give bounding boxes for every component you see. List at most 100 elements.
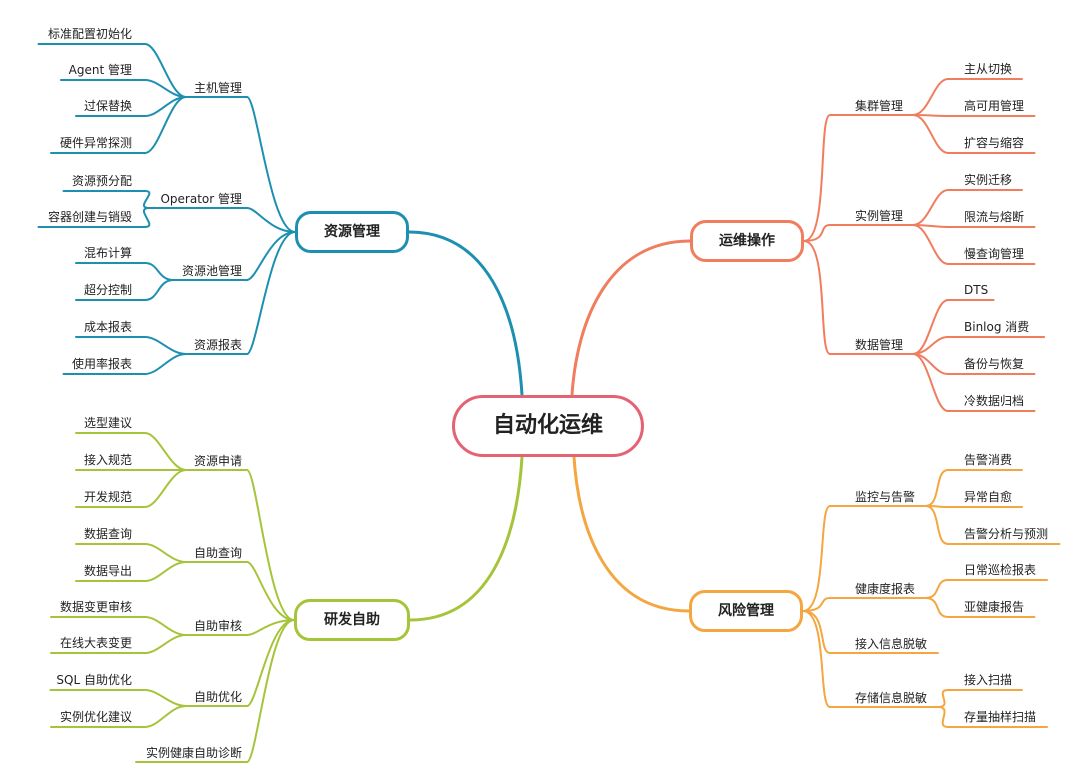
root-connector-risk	[572, 455, 691, 613]
item-connector	[912, 299, 949, 355]
group-connector	[802, 610, 831, 654]
item-label[interactable]: 数据导出	[83, 564, 132, 578]
item-label[interactable]: 使用率报表	[71, 357, 132, 371]
item-connector	[937, 689, 949, 708]
group-label[interactable]: 主机管理	[193, 81, 242, 95]
group-label[interactable]: 健康度报表	[855, 582, 916, 596]
item-connector	[937, 706, 949, 728]
item-connector	[144, 96, 187, 154]
item-connector	[924, 505, 949, 545]
item-label[interactable]: 存量抽样扫描	[964, 710, 1037, 724]
item-connector	[144, 705, 187, 728]
item-label[interactable]: 告警分析与预测	[964, 527, 1049, 541]
item-label[interactable]: 混布计算	[83, 246, 132, 260]
group-connector	[802, 597, 831, 612]
item-connector	[142, 207, 151, 228]
group-connector	[246, 619, 295, 707]
item-label[interactable]: 开发规范	[83, 490, 132, 504]
item-label[interactable]: 标准配置初始化	[47, 27, 132, 41]
item-label[interactable]: 限流与熔断	[964, 210, 1025, 224]
group-connector	[802, 610, 831, 708]
item-label[interactable]: Agent 管理	[68, 63, 132, 77]
item-label[interactable]: 数据查询	[83, 527, 132, 541]
item-label[interactable]: 扩容与缩容	[964, 136, 1025, 150]
item-label[interactable]: 过保替换	[83, 99, 132, 113]
item-connector	[144, 543, 187, 563]
group-connector	[803, 240, 831, 355]
item-connector	[144, 561, 187, 582]
item-connector	[144, 469, 187, 508]
group-connector	[246, 231, 296, 355]
item-label[interactable]: 硬件异常探测	[59, 136, 132, 150]
branch-node-dev[interactable]: 研发自助	[294, 599, 410, 641]
group-connector	[246, 619, 295, 763]
group-label[interactable]: 资源申请	[193, 454, 242, 468]
item-label[interactable]: 资源预分配	[71, 174, 132, 188]
group-label[interactable]: 监控与告警	[855, 490, 916, 504]
root-connector-ops	[570, 239, 692, 397]
group-connector	[803, 114, 831, 242]
group-label[interactable]: 资源报表	[193, 338, 242, 352]
item-label[interactable]: 实例优化建议	[59, 710, 132, 724]
group-label[interactable]: 自助审核	[193, 619, 242, 633]
group-connector	[246, 561, 295, 621]
item-label[interactable]: 慢查询管理	[964, 247, 1025, 261]
item-label[interactable]: 选型建议	[83, 416, 132, 430]
item-label[interactable]: DTS	[964, 283, 989, 297]
group-connector	[246, 96, 296, 233]
item-connector	[144, 336, 187, 355]
item-label[interactable]: 亚健康报告	[964, 600, 1025, 614]
group-connector	[246, 207, 296, 233]
group-label[interactable]: 存储信息脱敏	[855, 691, 928, 705]
group-label[interactable]: 实例健康自助诊断	[145, 746, 242, 760]
group-connector	[246, 469, 295, 621]
item-label[interactable]: 实例迁移	[964, 173, 1013, 187]
item-label[interactable]: 备份与恢复	[964, 357, 1025, 371]
item-connector	[924, 469, 949, 507]
group-label[interactable]: 数据管理	[855, 338, 904, 352]
root-connector-res	[407, 230, 524, 397]
item-label[interactable]: 异常自愈	[964, 490, 1013, 504]
item-label[interactable]: 接入扫描	[964, 673, 1013, 687]
item-connector	[144, 432, 187, 471]
root-connector-dev	[408, 455, 524, 622]
group-label[interactable]: Operator 管理	[160, 192, 242, 206]
root-node[interactable]: 自动化运维	[452, 395, 644, 457]
group-connector	[803, 224, 831, 242]
group-label[interactable]: 资源池管理	[181, 264, 242, 278]
item-label[interactable]: SQL 自助优化	[56, 673, 132, 687]
item-label[interactable]: 主从切换	[964, 62, 1013, 76]
item-label[interactable]: Binlog 消费	[964, 320, 1030, 334]
item-label[interactable]: 告警消费	[964, 453, 1013, 467]
item-label[interactable]: 冷数据归档	[964, 394, 1025, 408]
item-label[interactable]: 成本报表	[83, 320, 132, 334]
group-label[interactable]: 接入信息脱敏	[855, 637, 928, 651]
item-connector	[912, 78, 949, 116]
item-connector	[144, 616, 187, 636]
group-connector	[246, 619, 295, 636]
group-label[interactable]: 集群管理	[855, 99, 904, 113]
item-label[interactable]: 高可用管理	[964, 99, 1025, 113]
item-connector	[144, 279, 175, 301]
item-label[interactable]: 数据变更审核	[59, 600, 132, 614]
item-label[interactable]: 在线大表变更	[59, 636, 132, 650]
item-connector	[912, 224, 949, 265]
item-label[interactable]: 超分控制	[83, 283, 132, 297]
group-connector	[802, 505, 831, 612]
branch-node-risk[interactable]: 风险管理	[689, 590, 803, 632]
item-label[interactable]: 容器创建与销毁	[47, 210, 132, 224]
item-connector	[144, 689, 187, 707]
item-connector	[912, 353, 949, 412]
item-label[interactable]: 接入规范	[83, 453, 132, 467]
item-connector	[142, 190, 151, 209]
item-label[interactable]: 日常巡检报表	[964, 563, 1037, 577]
group-label[interactable]: 自助查询	[193, 546, 242, 560]
group-label[interactable]: 实例管理	[855, 209, 904, 223]
item-connector	[144, 634, 187, 654]
group-connector	[246, 231, 296, 281]
group-label[interactable]: 自助优化	[193, 690, 242, 704]
item-connector	[144, 262, 175, 281]
branch-node-ops[interactable]: 运维操作	[690, 220, 804, 262]
branch-node-res[interactable]: 资源管理	[295, 211, 409, 253]
